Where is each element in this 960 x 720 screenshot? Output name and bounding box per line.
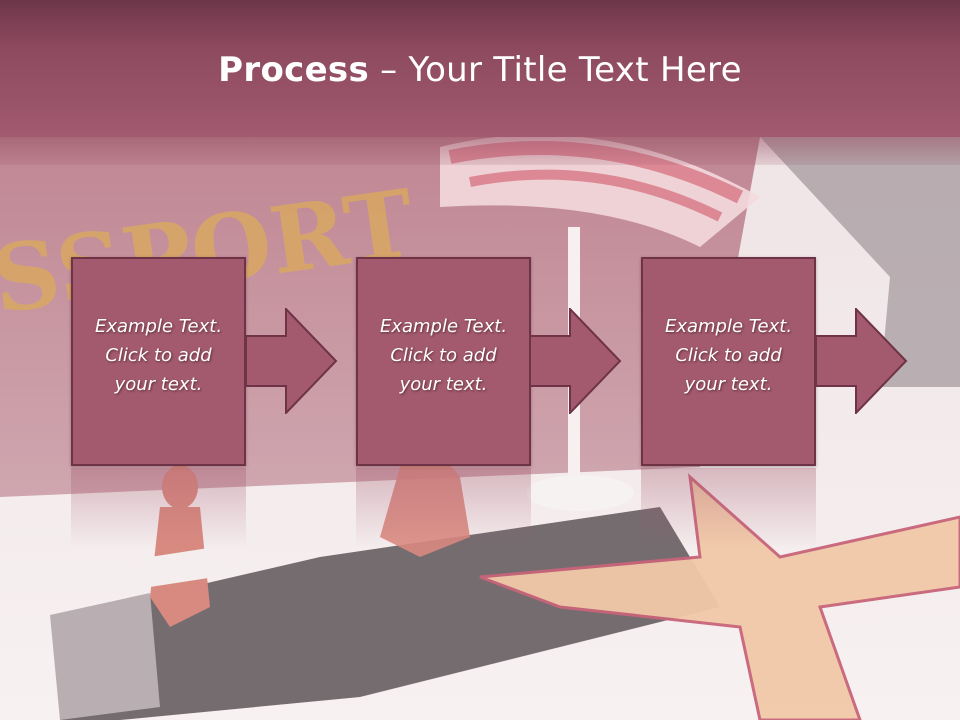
arrow-right-icon bbox=[246, 308, 338, 414]
step-reflection bbox=[641, 468, 816, 548]
step-line-1: Example Text. bbox=[379, 316, 508, 337]
process-step-2[interactable]: Example Text. Click to add your text. bbox=[356, 257, 531, 466]
step-reflection bbox=[71, 468, 246, 548]
header-shadow bbox=[0, 137, 960, 165]
step-line-3: your text. bbox=[399, 374, 488, 395]
header-band bbox=[0, 0, 960, 137]
step-line-3: your text. bbox=[114, 374, 203, 395]
step-line-1: Example Text. bbox=[664, 316, 793, 337]
process-step-1[interactable]: Example Text. Click to add your text. bbox=[71, 257, 246, 466]
slide-title[interactable]: Process – Your Title Text Here bbox=[0, 50, 960, 90]
arrow-right-icon bbox=[530, 308, 622, 414]
step-line-2: Click to add bbox=[675, 345, 782, 366]
step-line-2: Click to add bbox=[105, 345, 212, 366]
step-line-1: Example Text. bbox=[94, 316, 223, 337]
step-line-2: Click to add bbox=[390, 345, 497, 366]
title-rest: – Your Title Text Here bbox=[369, 50, 742, 90]
title-bold: Process bbox=[218, 50, 370, 90]
step-text[interactable]: Example Text. Click to add your text. bbox=[358, 312, 529, 399]
process-step-3[interactable]: Example Text. Click to add your text. bbox=[641, 257, 816, 466]
step-reflection bbox=[356, 468, 531, 548]
arrow-right-icon bbox=[816, 308, 908, 414]
step-text[interactable]: Example Text. Click to add your text. bbox=[73, 312, 244, 399]
step-text[interactable]: Example Text. Click to add your text. bbox=[643, 312, 814, 399]
step-line-3: your text. bbox=[684, 374, 773, 395]
